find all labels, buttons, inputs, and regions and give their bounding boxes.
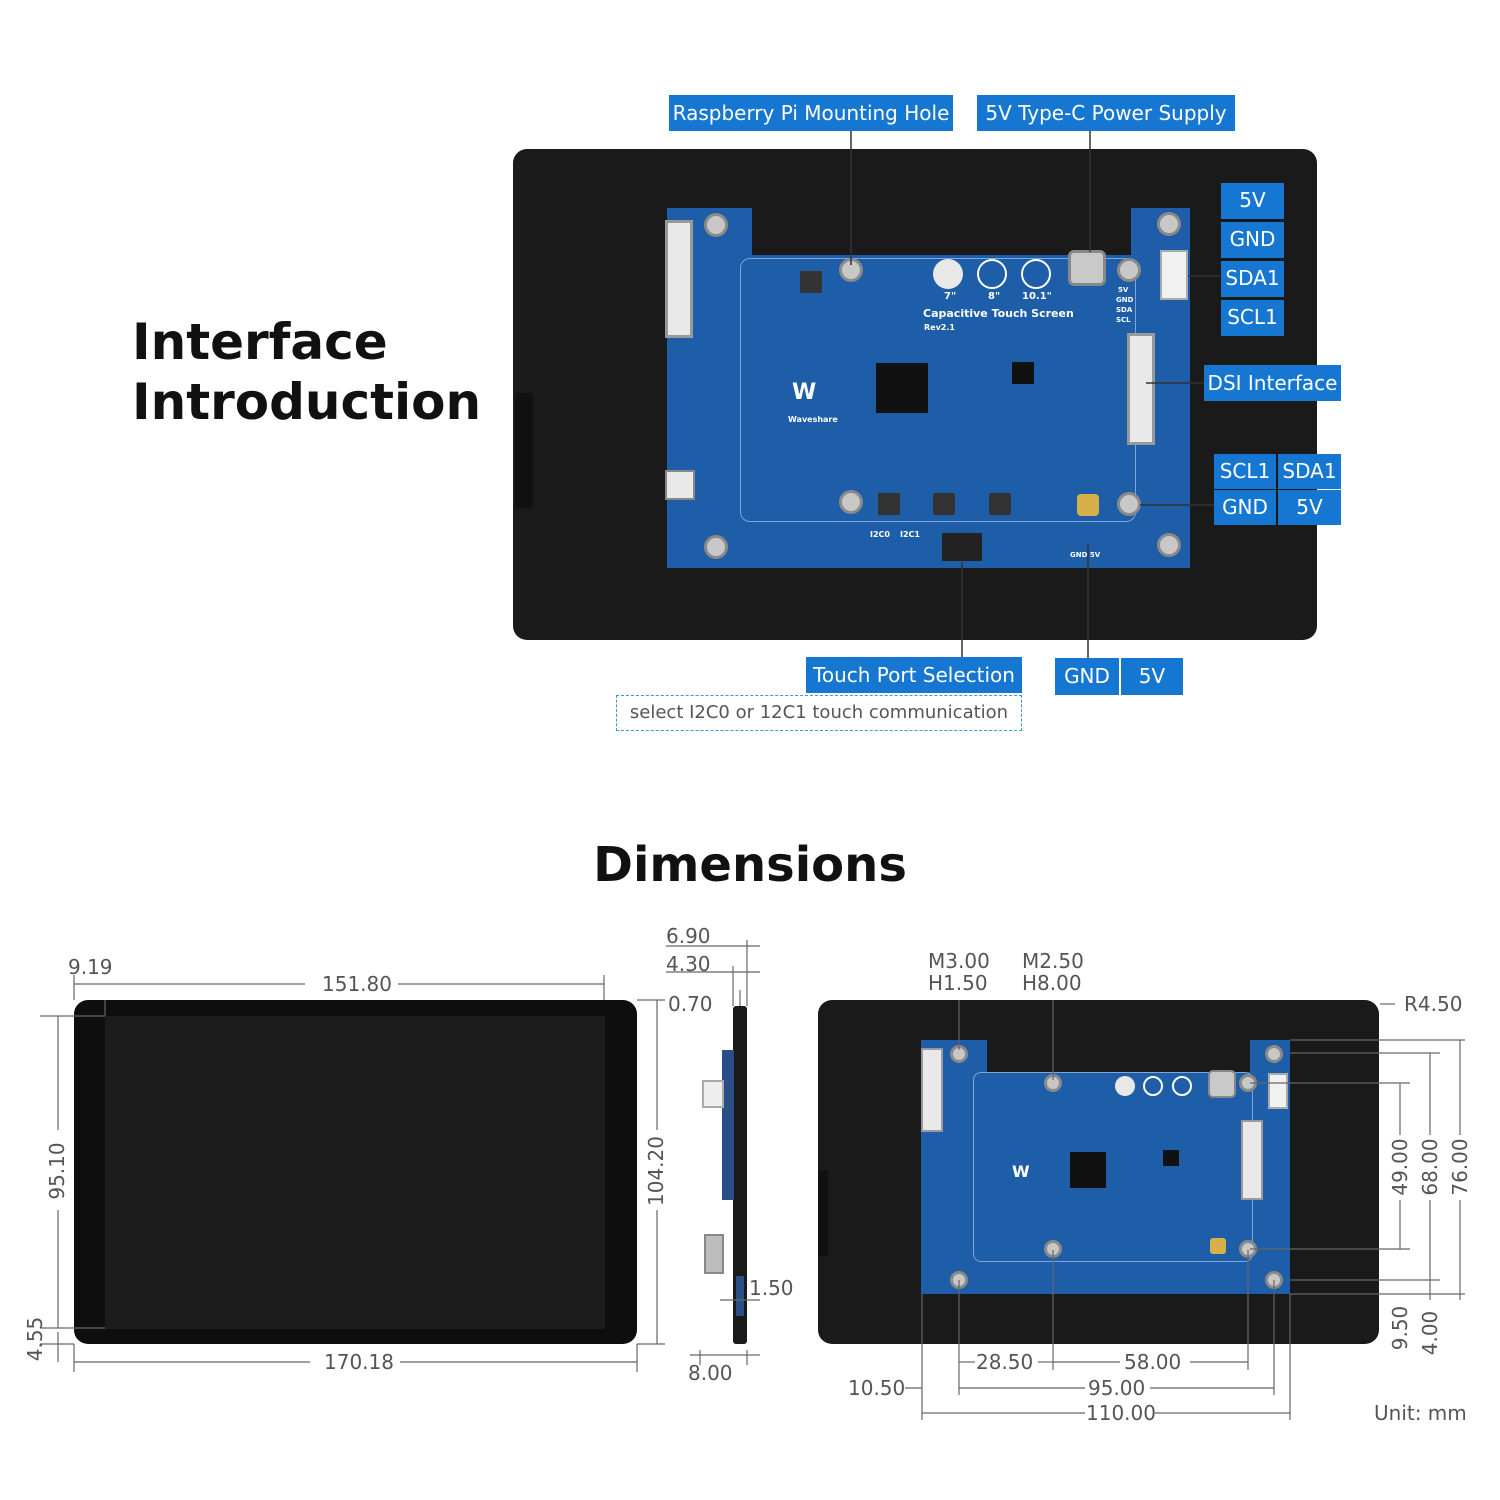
- dim-1-50: 1.50: [749, 1276, 794, 1300]
- mounting-hole: [1117, 492, 1141, 516]
- pin-gnd: GND: [1214, 490, 1276, 525]
- silk-i2c1: I2C1: [900, 530, 920, 539]
- display-area: [105, 1016, 605, 1329]
- dim-4-55: 4.55: [23, 1316, 47, 1362]
- pin-scl1: SCL1: [1221, 300, 1284, 336]
- waveshare-logo-icon: W: [1012, 1162, 1030, 1181]
- dim-95: 95.00: [1088, 1376, 1146, 1400]
- dim-h1: H1.50: [928, 971, 988, 995]
- dim-104-20: 104.20: [644, 1136, 668, 1206]
- mounting-hole: [839, 490, 863, 514]
- dim-6-90: 6.90: [666, 924, 711, 948]
- dim-h8: H8.00: [1022, 971, 1082, 995]
- dim-r4-50: R4.50: [1404, 992, 1463, 1016]
- dim-9-19: 9.19: [68, 955, 113, 979]
- touch-port-note: select I2C0 or 12C1 touch communication: [616, 695, 1022, 731]
- pin-gnd: GND: [1055, 658, 1119, 695]
- dimensions-heading: Dimensions: [593, 837, 907, 893]
- silk-8: 8": [988, 291, 1001, 302]
- device-side-button: [515, 393, 533, 508]
- driver-board: [667, 255, 1190, 568]
- dim-170-18: 170.18: [324, 1350, 394, 1374]
- silk-7: 7": [944, 291, 957, 302]
- pin-5v: 5V: [1278, 490, 1341, 525]
- label-power-supply: 5V Type-C Power Supply: [977, 95, 1235, 131]
- dim-m2: M2.50: [1022, 949, 1084, 973]
- dim-4-00: 4.00: [1418, 1310, 1442, 1356]
- dim-68: 68.00: [1418, 1138, 1442, 1196]
- silk-pin-gnd: GND: [1116, 296, 1134, 304]
- dim-49: 49.00: [1388, 1138, 1412, 1196]
- main-ic: [876, 363, 928, 413]
- silk-gnd5v: GND 5V: [1070, 551, 1101, 559]
- pin-sda1: SDA1: [1221, 261, 1284, 297]
- dim-9-50: 9.50: [1388, 1305, 1412, 1351]
- silk-i2c0: I2C0: [870, 530, 890, 539]
- dim-0-70: 0.70: [668, 992, 713, 1016]
- mounting-hole: [1117, 258, 1141, 282]
- pin-gnd: GND: [1221, 222, 1284, 258]
- silk-10: 10.1": [1022, 291, 1052, 302]
- dim-58: 58.00: [1124, 1350, 1182, 1374]
- label-mounting-hole: Raspberry Pi Mounting Hole: [669, 95, 953, 131]
- pin-sda1: SDA1: [1278, 454, 1341, 489]
- dim-m3: M3.00: [928, 949, 990, 973]
- unit-label: Unit: mm: [1374, 1401, 1467, 1425]
- interface-heading-line1: Interface: [132, 313, 388, 371]
- usb-c-port: [1068, 250, 1106, 286]
- dsi-connector: [1127, 333, 1155, 445]
- silk-brand: Waveshare: [788, 415, 838, 424]
- fpc-connector-left: [665, 220, 693, 338]
- gnd-5v-pads: [1077, 494, 1099, 516]
- label-touch-port-selection: Touch Port Selection: [806, 657, 1022, 693]
- i2c-header-connector: [1160, 250, 1188, 300]
- label-dsi-interface: DSI Interface: [1204, 365, 1341, 401]
- dim-151-80: 151.80: [322, 972, 392, 996]
- pin-scl1: SCL1: [1214, 454, 1276, 489]
- dim-4-30: 4.30: [666, 952, 711, 976]
- dim-76: 76.00: [1448, 1138, 1472, 1196]
- silk-pin-5v: 5V: [1118, 286, 1129, 294]
- device-side: [733, 1006, 747, 1344]
- dim-95-10: 95.10: [45, 1142, 69, 1200]
- touch-port-switch: [942, 533, 982, 561]
- dim-110: 110.00: [1086, 1401, 1156, 1425]
- mounting-hole: [1157, 212, 1181, 236]
- waveshare-logo-icon: W: [792, 380, 817, 405]
- mounting-hole: [704, 213, 728, 237]
- pin-5v: 5V: [1121, 658, 1183, 695]
- interface-heading: Interface Introduction: [132, 312, 481, 432]
- silk-pin-scl: SCL: [1116, 316, 1131, 324]
- dim-10-50: 10.50: [848, 1376, 906, 1400]
- silk-rev: Rev2.1: [924, 323, 955, 332]
- dim-8-00: 8.00: [688, 1361, 733, 1385]
- mounting-hole: [1157, 533, 1181, 557]
- pin-5v: 5V: [1221, 183, 1284, 219]
- silk-title: Capacitive Touch Screen: [923, 307, 1074, 320]
- silk-pin-sda: SDA: [1116, 306, 1133, 314]
- dim-28-50: 28.50: [976, 1350, 1034, 1374]
- mounting-hole: [704, 535, 728, 559]
- interface-heading-line2: Introduction: [132, 373, 482, 431]
